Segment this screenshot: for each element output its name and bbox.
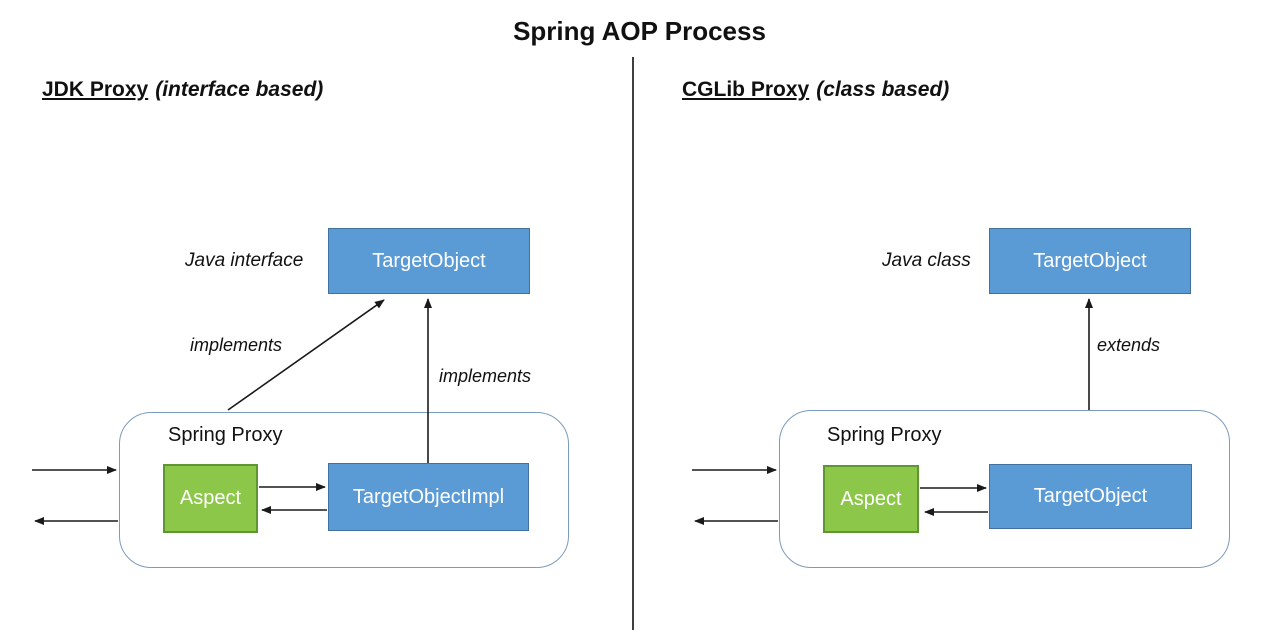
cglib-target-class-box: TargetObject (989, 228, 1191, 294)
jdk-spring-proxy-label: Spring Proxy (168, 424, 283, 446)
cglib-aspect-box: Aspect (823, 465, 919, 533)
jdk-target-interface-box: TargetObject (328, 228, 530, 294)
jdk-target-interface-box-label: TargetObject (372, 249, 486, 272)
jdk-proxy-heading-note: (interface based) (155, 78, 324, 101)
jdk-target-impl-box-label: TargetObjectImpl (352, 485, 505, 508)
cglib-proxy-heading-title: CGLib Proxy (682, 78, 810, 101)
cglib-target-inner-box: TargetObject (989, 464, 1192, 529)
cglib-target-class-box-label: TargetObject (1033, 249, 1147, 272)
cglib-spring-proxy-label: Spring Proxy (827, 424, 942, 446)
jdk-implements-diagonal-label: implements (190, 335, 283, 355)
jdk-aspect-box-label: Aspect (179, 487, 242, 509)
jdk-proxy-heading: JDK Proxy (interface based) (42, 78, 323, 102)
jdk-proxy-heading-title: JDK Proxy (42, 78, 149, 101)
cglib-proxy-heading: CGLib Proxy (class based) (682, 78, 949, 102)
jdk-implements-vertical-label: implements (439, 366, 532, 386)
jdk-aspect-box: Aspect (163, 464, 258, 533)
diagram-title: Spring AOP Process (513, 16, 766, 46)
cglib-target-inner-box-label: TargetObject (1033, 485, 1148, 507)
java-interface-label: Java interface (185, 250, 304, 271)
cglib-extends-label: extends (1097, 335, 1161, 355)
cglib-proxy-heading-note: (class based) (816, 78, 950, 101)
center-divider-line (632, 57, 634, 630)
java-class-label: Java class (882, 250, 971, 271)
jdk-target-impl-box: TargetObjectImpl (328, 463, 529, 531)
cglib-aspect-box-label: Aspect (840, 487, 902, 510)
